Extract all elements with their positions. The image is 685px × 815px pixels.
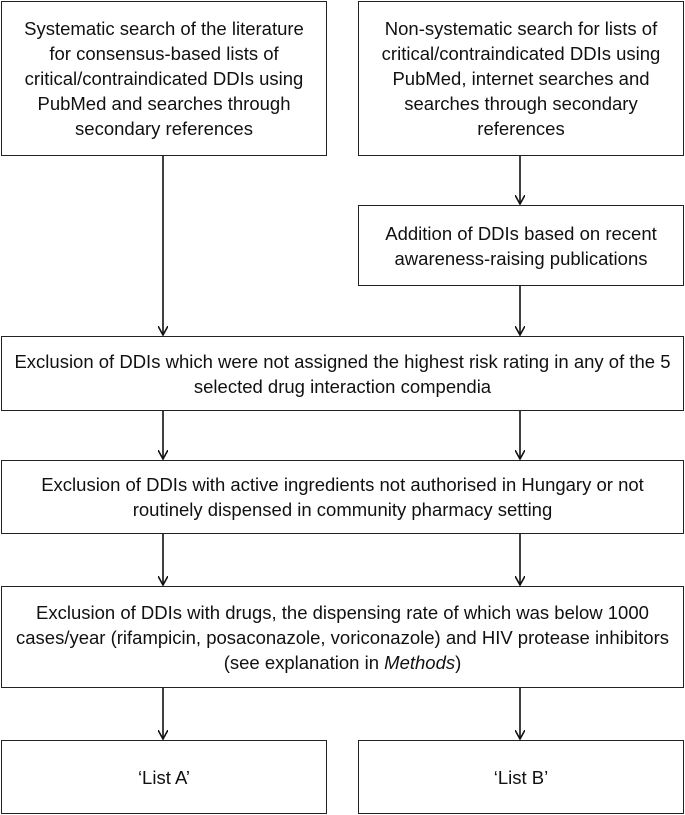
exclusion-dispensing-suffix: ) bbox=[455, 651, 462, 673]
exclusion-dispensing-text: Exclusion of DDIs with drugs, the dispen… bbox=[12, 600, 673, 675]
exclusion-dispensing-main: Exclusion of DDIs with drugs, the dispen… bbox=[16, 601, 669, 673]
exclusion-dispensing-box: Exclusion of DDIs with drugs, the dispen… bbox=[1, 586, 684, 688]
list-b-box: ‘List B’ bbox=[358, 740, 684, 814]
exclusion-risk-box: Exclusion of DDIs which were not assigne… bbox=[1, 336, 684, 411]
addition-box: Addition of DDIs based on recent awarene… bbox=[358, 205, 684, 286]
exclusion-risk-text: Exclusion of DDIs which were not assigne… bbox=[14, 350, 671, 397]
nonsystematic-search-text: Non-systematic search for lists of criti… bbox=[381, 18, 661, 139]
systematic-search-box: Systematic search of the literature for … bbox=[1, 1, 327, 156]
addition-text: Addition of DDIs based on recent awarene… bbox=[385, 222, 657, 269]
list-b-label: ‘List B’ bbox=[493, 766, 549, 788]
methods-italic: Methods bbox=[384, 651, 456, 673]
list-a-label: ‘List A’ bbox=[137, 766, 191, 788]
exclusion-hungary-box: Exclusion of DDIs with active ingredient… bbox=[1, 460, 684, 534]
list-a-box: ‘List A’ bbox=[1, 740, 327, 814]
exclusion-hungary-text: Exclusion of DDIs with active ingredient… bbox=[41, 474, 644, 520]
nonsystematic-search-box: Non-systematic search for lists of criti… bbox=[358, 1, 684, 156]
systematic-search-text: Systematic search of the literature for … bbox=[24, 18, 304, 139]
